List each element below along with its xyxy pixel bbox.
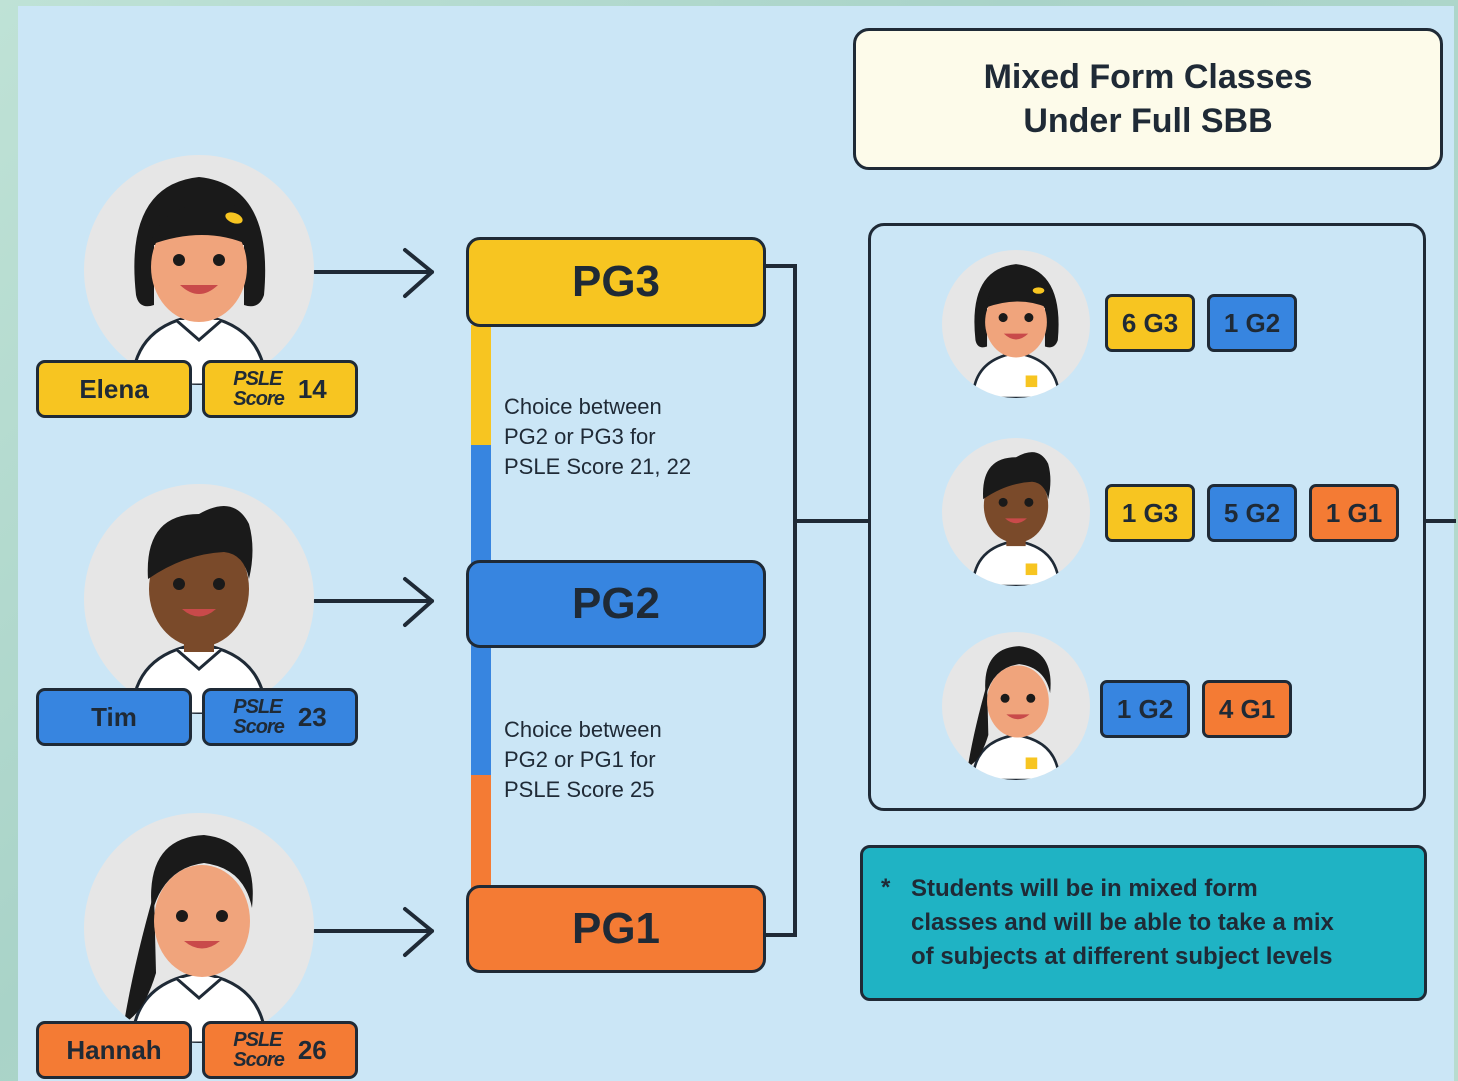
choice-bar-orange [471,775,491,890]
name-tag-hannah: Hannah [36,1021,192,1079]
footnote-text: Students will be in mixed form classes a… [911,872,1334,974]
avatar-elena [84,155,314,385]
title-line-2: Under Full SBB [1023,102,1273,140]
choice-note-lower: Choice between PG2 or PG1 for PSLE Score… [504,715,662,805]
footnote-box: * Students will be in mixed form classes… [860,845,1427,1001]
mixed-avatar-tim [942,438,1090,586]
pg3-label: PG3 [571,257,661,306]
student-name: Elena [79,373,149,404]
student-name: Hannah [66,1034,162,1065]
choice-note-line: Choice between [504,394,662,419]
pg2-box: PG2 [466,560,766,648]
avatar-tim [84,484,314,714]
avatar-hannah [84,813,314,1043]
footnote-star: * [881,874,891,901]
choice-note-line: PSLE Score 25 [504,777,655,802]
badge-4-g1: 4 G1 [1202,680,1292,738]
bracket-line [765,264,797,937]
pg3-box: PG3 [466,237,766,327]
girl-short-hair-icon [971,264,1061,398]
choice-note-line: PG2 or PG3 for [504,424,656,449]
boy-icon [130,506,268,714]
psle-score: 23 [297,701,327,732]
title-line-1: Mixed Form Classes [983,58,1313,96]
arrow-head-hannah [403,907,434,957]
badge-5-g2: 5 G2 [1207,484,1297,542]
mixed-class-box [868,223,1426,811]
psle-score: 14 [297,373,327,404]
girl-ponytail-icon [124,835,268,1043]
arrow-head-elena [403,248,434,298]
choice-note-line: Choice between [504,717,662,742]
mixed-avatar-elena [942,250,1090,398]
footnote-line: Students will be in mixed form [911,875,1258,902]
badge-1-g3: 1 G3 [1105,484,1195,542]
badge-1-g2: 1 G2 [1100,680,1190,738]
choice-note-line: PG2 or PG1 for [504,747,656,772]
name-tag-tim: Tim [36,688,192,746]
name-tag-elena: Elena [36,360,192,418]
mixed-avatar-hannah [942,632,1090,780]
choice-bar-blue-2 [471,645,491,775]
pg1-label: PG1 [571,904,661,953]
student-name: Tim [91,701,137,732]
boy-icon [971,452,1061,586]
psle-score: 26 [297,1034,327,1065]
badge-1-g2: 1 G2 [1207,294,1297,352]
badge-6-g3: 6 G3 [1105,294,1195,352]
footnote-line: of subjects at different subject levels [911,943,1333,970]
pg2-label: PG2 [571,579,661,628]
girl-ponytail-icon [967,646,1061,780]
arrow-head-tim [403,577,434,627]
girl-short-hair-icon [130,177,268,385]
pg1-box: PG1 [466,885,766,973]
choice-bar-yellow [471,325,491,445]
footnote-line: classes and will be able to take a mix [911,909,1334,936]
choice-note-upper: Choice between PG2 or PG3 for PSLE Score… [504,392,691,482]
choice-note-line: PSLE Score 21, 22 [504,454,692,479]
choice-bar-blue-1 [471,445,491,565]
badge-1-g1: 1 G1 [1309,484,1399,542]
title-box: Mixed Form Classes Under Full SBB [853,28,1443,170]
